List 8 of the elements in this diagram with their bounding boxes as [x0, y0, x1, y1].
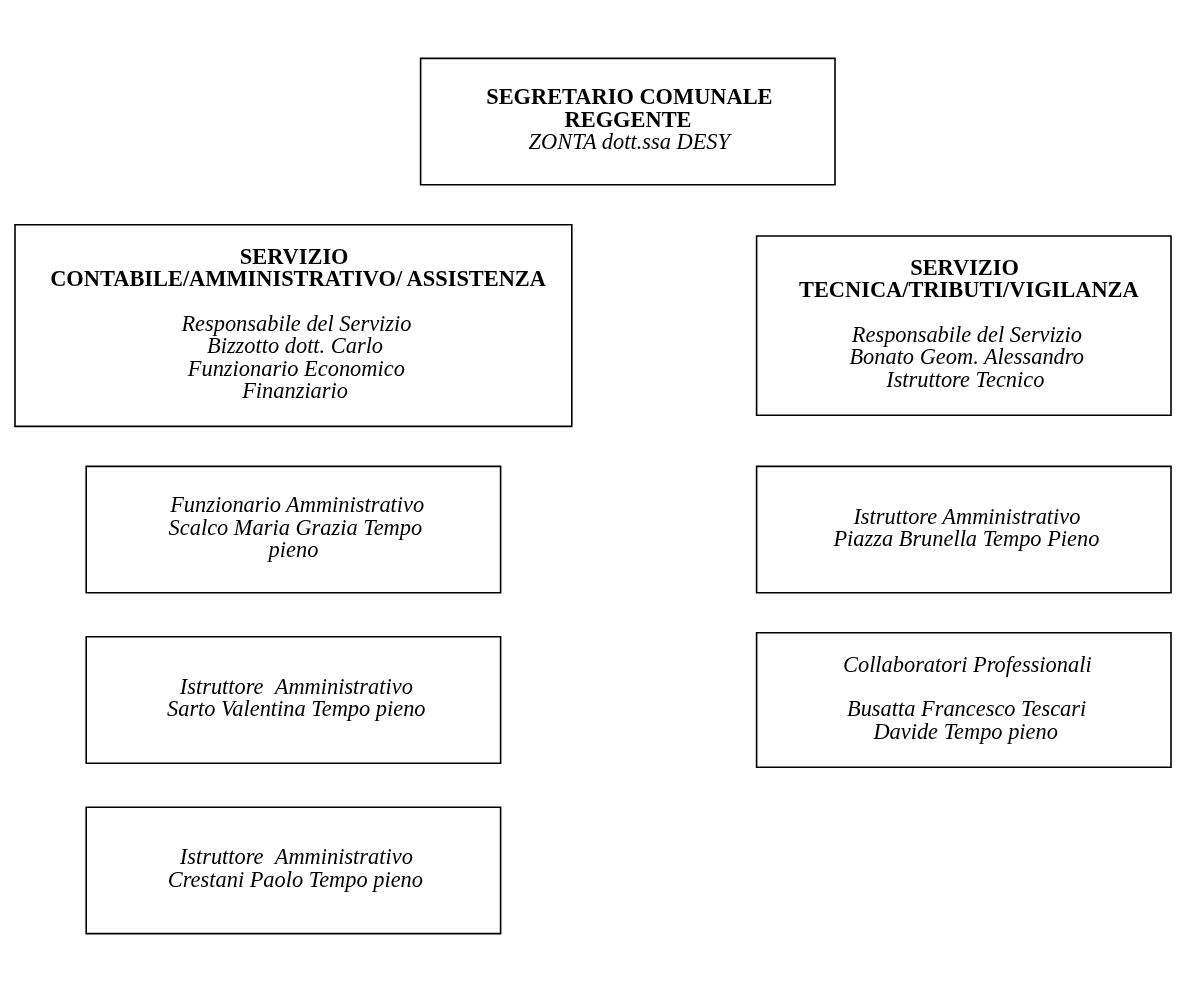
node-box: Funzionario Amministrativo Scalco Maria Grazia Tempo pieno: [85, 465, 502, 594]
node-box: Collaboratori Professionali Busatta Francesco Tescari Davide Tempo pieno: [755, 631, 1172, 768]
node-box: Istruttore Amministrativo Crestani Paolo Tempo pieno: [85, 805, 502, 934]
node-box: SERVIZIO CONTABILE/AMMINISTRATIVO/ ASSISTENZA Responsabile del Servizio Bizzotto dott. Carlo Funzionario Economico Finanziario: [14, 223, 573, 427]
node-box: SEGRETARIO COMUNALE REGGENTE ZONTA dott.ssa DESY: [419, 57, 836, 186]
node-box: SERVIZIO TECNICA/TRIBUTI/VIGILANZA Responsabile del Servizio Bonato Geom. Alessandro Istruttore Tecnico: [755, 234, 1172, 416]
node-box: Istruttore Amministrativo Piazza Brunella Tempo Pieno: [755, 465, 1172, 594]
node-box: Istruttore Amministrativo Sarto Valentina Tempo pieno: [85, 635, 502, 764]
